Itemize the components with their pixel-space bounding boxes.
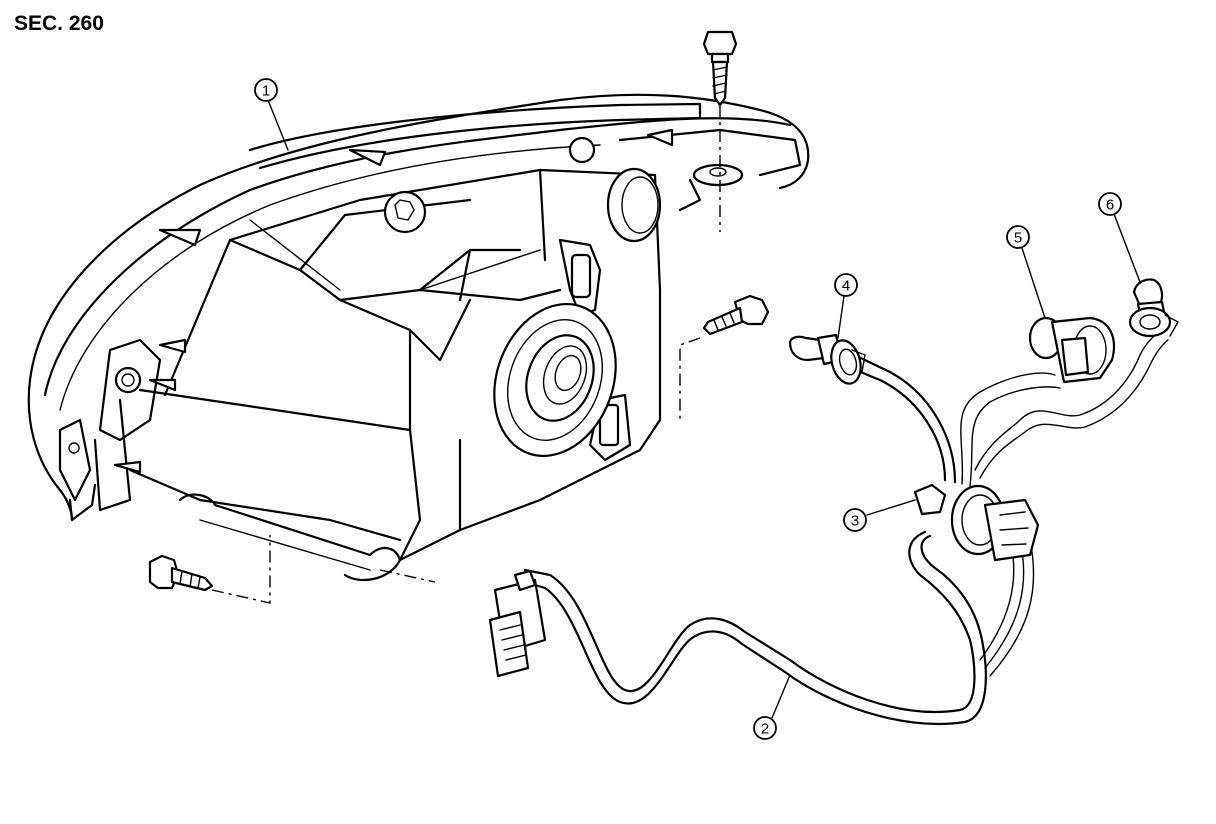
bulb-4 — [788, 333, 866, 385]
leader-4 — [837, 295, 845, 339]
mounting-bolt-top — [702, 30, 738, 107]
callout-4: 4 — [834, 273, 858, 297]
bulb-5 — [1028, 316, 1116, 384]
callout-2-number: 2 — [761, 721, 769, 738]
callout-1-number: 1 — [262, 83, 270, 100]
section-label: SEC. 260 — [14, 12, 104, 35]
leader-6 — [1113, 213, 1141, 283]
callout-5: 5 — [1006, 225, 1030, 249]
mounting-screw-right — [702, 294, 770, 336]
mounting-screw-bottom — [148, 554, 214, 592]
leader-2 — [771, 674, 791, 719]
harness — [488, 334, 1169, 726]
callout-6: 6 — [1098, 192, 1122, 216]
leader-1 — [267, 99, 289, 151]
leader-3 — [866, 499, 916, 516]
callout-3: 3 — [843, 508, 867, 532]
callout-2: 2 — [753, 716, 777, 740]
callout-1: 1 — [254, 78, 278, 102]
screw-bottom-guide-line-2 — [379, 569, 436, 583]
callout-leaders — [267, 99, 1141, 719]
callout-4-number: 4 — [842, 278, 850, 295]
callout-3-number: 3 — [851, 513, 859, 530]
leader-5 — [1021, 247, 1046, 319]
callout-6-number: 6 — [1106, 197, 1114, 214]
callout-5-number: 5 — [1014, 230, 1022, 247]
screw-right-guide-line — [679, 337, 701, 420]
bulb-socket-3 — [913, 483, 1040, 562]
bulb-6 — [1128, 278, 1179, 338]
screw-bottom-guide-line — [211, 535, 271, 604]
headlamp-housing — [27, 93, 810, 582]
